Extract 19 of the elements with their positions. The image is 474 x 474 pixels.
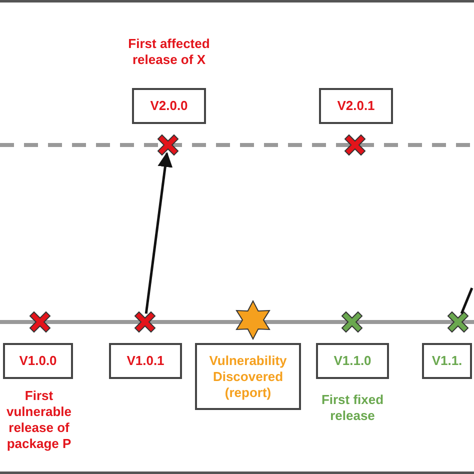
- version-box: V1.0.1: [109, 343, 182, 379]
- cross-icon: [156, 133, 180, 157]
- cross-icon: [28, 310, 52, 334]
- annotation-text: First affected release of X: [127, 36, 211, 68]
- version-box: V1.1.: [422, 343, 472, 379]
- version-box: V1.1.0: [316, 343, 389, 379]
- version-box: V2.0.1: [319, 88, 393, 124]
- cross-icon: [133, 310, 157, 334]
- cross-icon: [343, 133, 367, 157]
- connector-line: [460, 288, 474, 314]
- version-box: V1.0.0: [3, 343, 73, 379]
- annotation-text: First fixed release: [320, 392, 385, 424]
- version-box: Vulnerability Discovered (report): [195, 343, 301, 410]
- version-box: V2.0.0: [132, 88, 206, 124]
- cross-icon: [446, 310, 470, 334]
- star-icon: [234, 300, 272, 340]
- annotation-text: First vulnerable release of package P: [5, 388, 73, 452]
- arrow: [144, 152, 173, 314]
- cross-icon: [340, 310, 364, 334]
